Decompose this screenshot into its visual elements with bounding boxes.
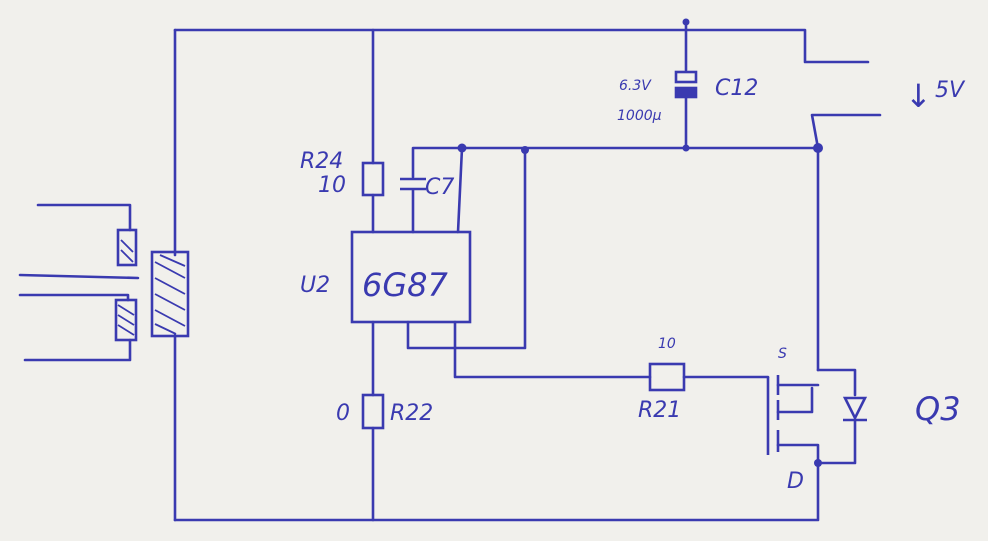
- c12-name-label: C12: [715, 76, 758, 101]
- mosfet-q3: [766, 368, 857, 467]
- wire-c7-top: [411, 146, 464, 179]
- wire-gate-drive: [453, 320, 652, 379]
- capacitor-c12: [674, 70, 698, 99]
- r24-name-label: R24: [300, 149, 343, 174]
- ic-u2: [350, 230, 472, 324]
- wire-top-rail: [173, 28, 870, 64]
- node-top: [682, 18, 690, 26]
- node-u2-vcc: [457, 143, 467, 153]
- wire-bottom-rail: [173, 463, 820, 522]
- resistor-r24: [361, 161, 385, 197]
- node-5v: [813, 143, 823, 153]
- u2-name-label: U2: [300, 273, 330, 298]
- r21-value-label: 10: [658, 336, 676, 352]
- r22-value-label: 0: [336, 401, 350, 426]
- node-c12: [682, 144, 690, 152]
- c12-voltage-label: 6.3V: [619, 78, 652, 94]
- connector: [18, 203, 190, 362]
- c12-capacitance-label: 1000μ: [617, 108, 662, 124]
- wire-feedback: [406, 150, 527, 350]
- supply-arrow-icon: ↓: [905, 77, 932, 115]
- q3-source-label: S: [778, 346, 787, 362]
- q3-drain-label: D: [787, 469, 804, 494]
- r24-value-label: 10: [318, 173, 346, 198]
- q3-name-label: Q3: [915, 390, 961, 428]
- wire-5v-in: [810, 113, 882, 150]
- node-feedback: [521, 146, 529, 154]
- r22-name-label: R22: [390, 401, 433, 426]
- c7-name-label: C7: [425, 175, 454, 200]
- diode-q3: [842, 396, 868, 422]
- resistor-r22: [361, 393, 385, 430]
- r21-name-label: R21: [638, 398, 681, 423]
- supply-voltage-label: 5V: [935, 78, 966, 103]
- u2-part-label: 6G87: [362, 266, 449, 304]
- wire-u2-vcc: [456, 146, 464, 234]
- capacitor-c7: [400, 177, 426, 191]
- ferrite-core: [150, 250, 190, 338]
- resistor-r21: [648, 362, 686, 392]
